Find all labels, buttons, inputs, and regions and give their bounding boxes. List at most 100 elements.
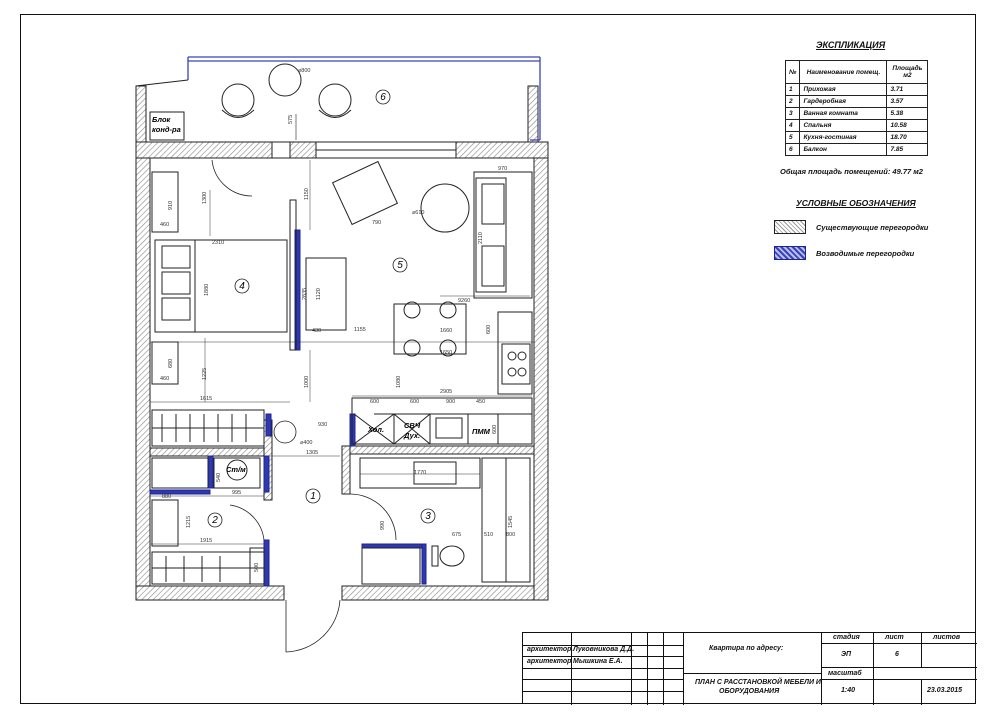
dim: 1915 [200,538,212,544]
dim: 600 [486,325,492,334]
sofa [473,171,533,299]
dim: 1215 [186,516,192,528]
label-washer: Ст/м [226,465,246,474]
room-5-marker: 5 [392,257,408,273]
dim: 800 [506,532,515,538]
dim: 930 [318,422,327,428]
dim: 2905 [440,389,452,395]
title-block: архитектор Луковникова Д.Д. архитектор М… [522,632,977,705]
armchair [331,160,399,226]
label-fridge: Хол. [367,425,384,434]
dim: 1305 [306,450,318,456]
architect-1: Луковникова Д.Д. [573,646,635,653]
dim: 675 [452,532,461,538]
legend-existing-label: Существующие перегородки [816,222,929,232]
room-4-marker: 4 [234,278,250,294]
dim: 1660 [440,328,452,334]
balcony-chair-right [318,83,352,118]
dim: 680 [168,359,174,368]
legend-existing: Существующие перегородки [774,220,928,234]
dim: 880 [162,494,171,500]
dim: 9260 [458,298,470,304]
scale-label: масштаб [828,670,862,677]
stage-header: стадия [833,634,860,641]
dim: 900 [446,399,455,405]
role-2: архитектор [527,658,572,665]
explication-title: ЭКСПЛИКАЦИЯ [816,40,886,50]
room-6-marker: 6 [375,89,391,105]
washer [213,457,261,489]
dim: 540 [216,473,222,482]
dim: 1615 [200,396,212,402]
col-number: № [784,60,801,84]
interior-walls-new [149,229,427,587]
dim: 1650 [440,350,452,356]
dim: ⌀400 [300,440,313,446]
existing-wall-swatch [774,220,806,234]
svg-text:4: 4 [239,281,245,292]
dim: 575 [288,115,294,124]
sheets-header: листов [933,634,961,641]
room-3-marker: 3 [420,508,436,524]
date-value: 23.03.2015 [927,687,963,694]
dim: 1120 [316,288,322,300]
room-1-marker: 1 [305,488,321,504]
dim: ⌀610 [412,210,425,216]
bed [154,239,288,333]
legend-new: Возводимые перегородки [774,246,914,260]
role-1: архитектор [527,646,572,653]
total-area: Общая площадь помещений: 49.77 м2 [780,167,923,176]
dim: 1080 [396,376,402,388]
wardrobe-bottom [151,551,265,585]
label-ac-block-2: конд-ра [152,125,181,134]
drawing-title-1: ПЛАН С РАССТАНОВКОЙ МЕБЕЛИ И [695,679,821,686]
dim: 600 [370,399,379,405]
stage-value: ЭП [841,651,852,658]
dim: 600 [492,425,498,434]
svg-text:6: 6 [380,92,386,103]
label-ac-block: Блок [152,115,172,124]
dim: 790 [372,220,381,226]
dim: 1225 [202,368,208,380]
dim: 430 [312,328,321,334]
dim: 2310 [212,240,224,246]
dim: 460 [160,376,169,382]
architect-2: Мышкина Е.А. [573,658,623,665]
dim: 1300 [202,192,208,204]
balcony-glazing [187,56,541,141]
sheet-frame [20,14,976,704]
dim: 970 [498,166,507,172]
dining-table [393,301,467,357]
dim: 1545 [508,516,514,528]
room-2-marker: 2 [207,512,223,528]
dim: 1150 [304,188,310,200]
svg-text:2: 2 [211,515,218,526]
svg-text:1: 1 [310,491,316,502]
dim: 600 [410,399,419,405]
col-area: Площадь м2 [886,60,929,84]
dim: 450 [476,399,485,405]
drawing-title-2: ОБОРУДОВАНИЯ [719,688,780,695]
wardrobe-hangers [151,409,265,447]
exterior-walls [135,85,549,601]
dim: 510 [484,532,493,538]
toilet [431,545,465,567]
dim: 1880 [204,284,210,296]
legend-title: УСЛОВНЫЕ ОБОЗНАЧЕНИЯ [796,198,916,208]
legend-new-label: Возводимые перегородки [816,248,915,258]
dimension-lines [150,160,534,545]
dim: 2835 [302,288,308,300]
col-name: Наименование помещ. [799,60,888,84]
dim: 1155 [354,327,366,333]
balcony-chair-left [221,83,255,118]
label-microwave: СВЧ [404,421,421,430]
dim: 500 [254,563,260,572]
